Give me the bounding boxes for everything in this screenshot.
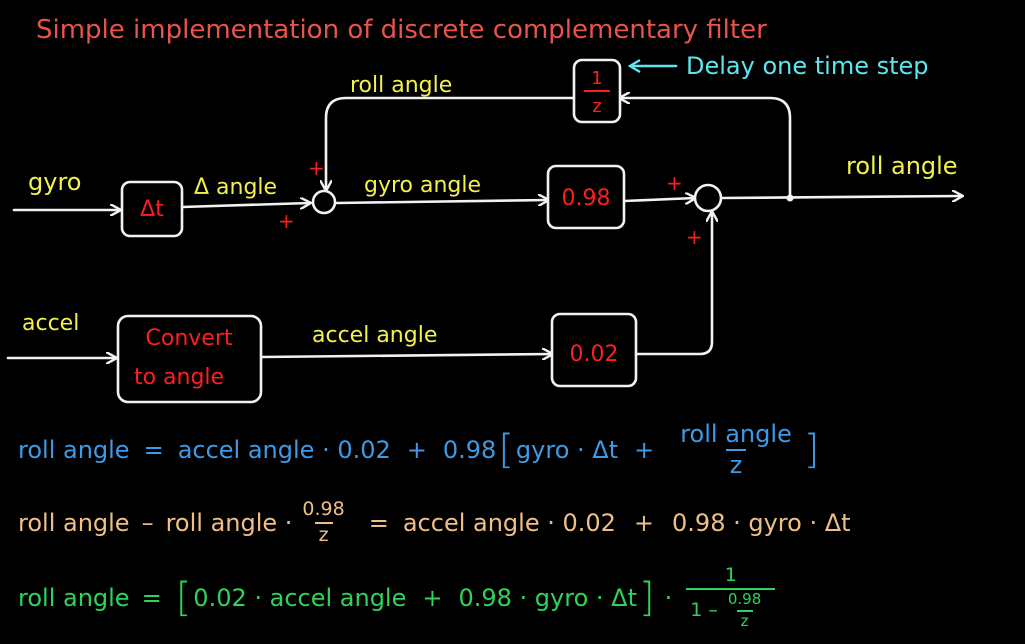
eq3-inner2: 0.98 · gyro · Δt: [458, 583, 637, 612]
eq1-fraction: roll angle z: [676, 422, 796, 477]
eq1-equals: =: [143, 435, 164, 464]
eq2-term: roll angle ·: [165, 508, 293, 537]
equation-2: roll angle – roll angle · 0.98 z = accel…: [18, 500, 851, 545]
eq3-dot: ·: [664, 583, 673, 612]
sum-junction-2: [693, 183, 723, 213]
eq1-coef: 0.98: [442, 435, 497, 464]
eq1-close-bracket: ]: [803, 426, 820, 473]
convert-block-line2: to angle: [134, 365, 224, 390]
equation-1: roll angle = accel angle · 0.02 + 0.98 […: [18, 422, 821, 477]
label-gyro: gyro: [28, 168, 81, 196]
label-accel: accel: [22, 311, 79, 336]
dt-block-label: Δt: [140, 197, 164, 222]
eq2-plus: +: [633, 508, 655, 537]
wire-gyro-angle: [335, 200, 548, 203]
eq2-rhs1: accel angle · 0.02: [402, 508, 616, 537]
wire-roll-out: [718, 196, 962, 198]
eq1-part1: accel angle · 0.02: [177, 435, 391, 464]
eq3-open-bracket: [: [175, 574, 192, 621]
eq2-equals: =: [368, 508, 389, 537]
eq3-equals: =: [141, 583, 162, 612]
sum1-sign-top: +: [308, 156, 325, 180]
eq2-fraction: 0.98 z: [298, 500, 348, 545]
label-accel-angle: accel angle: [312, 323, 437, 348]
delay-block-den: z: [592, 96, 601, 117]
label-delta-angle: Δ angle: [194, 175, 277, 200]
eq1-frac-num: roll angle: [680, 420, 792, 448]
sum2-sign-bottom: +: [686, 225, 703, 249]
eq3-den-frac-den: z: [736, 610, 753, 629]
delay-note: Delay one time step: [686, 52, 929, 80]
eq2-rhs2: 0.98 · gyro · Δt: [672, 508, 851, 537]
accel-gain-label: 0.02: [570, 342, 619, 367]
wire-accel-angle: [259, 354, 552, 357]
note-arrowhead: [627, 58, 641, 74]
wire-feedback-up: [620, 98, 792, 200]
eq3-inner1: 0.02 · accel angle: [193, 583, 407, 612]
diagram-title: Simple implementation of discrete comple…: [36, 15, 767, 45]
branch-point: [786, 194, 794, 202]
eq3-frac-den: 1 – 0.98 z: [686, 588, 776, 629]
eq1-frac-den: z: [725, 449, 747, 477]
gyro-gain-label: 0.98: [562, 186, 611, 211]
eq3-frac-num: 1: [724, 564, 737, 586]
wire-feedback-back: [326, 96, 577, 190]
convert-block-line1: Convert: [146, 326, 233, 351]
eq3-den-prefix: 1 –: [690, 599, 718, 621]
eq2-frac-den: z: [314, 522, 333, 545]
equation-3: roll angle = [ 0.02 · accel angle + 0.98…: [18, 566, 781, 629]
label-roll-out: roll angle: [846, 152, 958, 180]
eq3-plus: +: [422, 583, 443, 612]
gyro-gain-block: [546, 164, 626, 230]
label-gyro-angle: gyro angle: [364, 173, 481, 198]
eq1-plus1: +: [406, 435, 427, 464]
accel-gain-block: [550, 312, 638, 388]
eq3-close-bracket: ]: [638, 574, 655, 621]
eq1-inner: gyro · Δt: [515, 435, 619, 464]
sum1-sign-bottom: +: [278, 209, 295, 233]
eq2-frac-num: 0.98: [302, 498, 345, 520]
eq3-fraction: 1 1 – 0.98 z: [686, 564, 776, 629]
eq2-lhs: roll angle: [18, 508, 130, 537]
delay-block-num: 1: [591, 68, 602, 89]
wire-gyro-gain-out: [622, 198, 695, 201]
eq1-plus2: +: [634, 435, 655, 464]
wire-delta-angle: [180, 203, 310, 207]
eq1-lhs: roll angle: [18, 435, 130, 464]
dt-block: [120, 180, 184, 238]
convert-block: [116, 314, 263, 404]
eq2-minus: –: [141, 508, 154, 537]
eq3-den-frac-num: 0.98: [727, 590, 762, 608]
sum-junction-1: [311, 189, 337, 215]
label-roll-feedback: roll angle: [350, 73, 452, 98]
sum2-sign-left: +: [666, 171, 683, 195]
eq3-lhs: roll angle: [18, 583, 130, 612]
wire-accel-gain-out: [634, 212, 712, 356]
eq3-den-fraction: 0.98 z: [724, 592, 765, 629]
eq1-open-bracket: [: [498, 426, 514, 473]
